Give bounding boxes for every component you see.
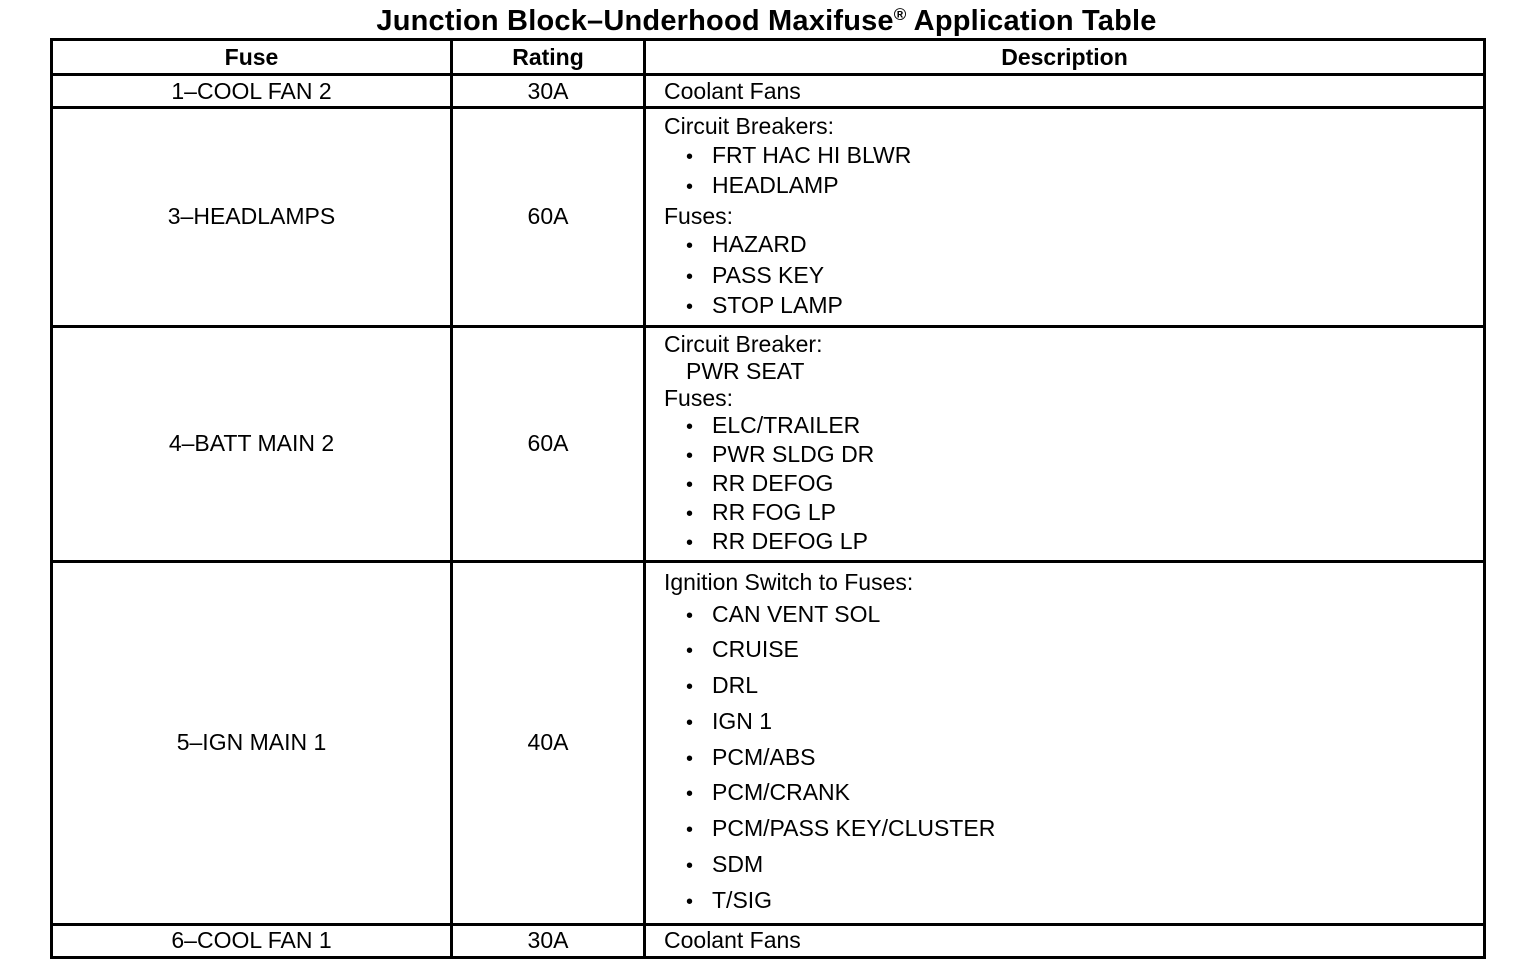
- group-label: Fuses:: [664, 384, 734, 411]
- header-description: Description: [643, 38, 1486, 76]
- fuse-cell: 3–HEADLAMPS: [50, 106, 453, 328]
- list-item: • PWR SLDG DR: [664, 441, 1483, 470]
- list-item-label: HAZARD: [712, 231, 807, 257]
- list-item-label: ELC/TRAILER: [712, 411, 861, 438]
- header-row: Fuse Rating Description: [50, 38, 1486, 76]
- list-item: • RR DEFOG: [664, 470, 1483, 499]
- list-item: • CAN VENT SOL: [664, 598, 1483, 634]
- group-label: Ignition Switch to Fuses:: [664, 568, 914, 595]
- list-item-label: HEADLAMP: [712, 172, 839, 198]
- list-item-label: DRL: [712, 672, 759, 699]
- list-item: • PCM/ABS: [664, 741, 1483, 777]
- list-item: • PCM/PASS KEY/CLUSTER: [664, 812, 1483, 848]
- list-item: • FRT HAC HI BLWR: [664, 141, 1483, 172]
- list-item-label: PCM/CRANK: [712, 779, 851, 806]
- bullet-icon: •: [686, 176, 694, 198]
- table-title: Junction Block–Underhood Maxifuse® Appli…: [50, 2, 1483, 40]
- bullet-icon: •: [686, 296, 694, 318]
- rating-cell: 40A: [450, 559, 646, 926]
- description-cell: Coolant Fans: [643, 73, 1486, 109]
- bullet-icon: •: [686, 531, 694, 554]
- table-row: 6–COOL FAN 1 30A Coolant Fans: [50, 922, 1486, 959]
- fuse-cell: 4–BATT MAIN 2: [50, 324, 453, 563]
- description-cell: Circuit Breaker: PWR SEAT Fuses: • ELC/TR…: [643, 324, 1486, 563]
- registered-trademark-mark: ®: [893, 5, 907, 24]
- list-item: • PASS KEY: [664, 261, 1483, 292]
- group-label: Fuses:: [664, 202, 734, 229]
- table-title-suffix: Application Table: [906, 5, 1157, 37]
- fuse-cell: 5–IGN MAIN 1: [50, 559, 453, 926]
- bullet-icon: •: [686, 604, 694, 627]
- list-item-label: RR FOG LP: [712, 498, 836, 525]
- list-item: • STOP LAMP: [664, 291, 1483, 322]
- list-item: • ELC/TRAILER: [664, 412, 1483, 441]
- list-item-label: CRUISE: [712, 636, 799, 663]
- list-item-label: STOP LAMP: [712, 292, 843, 318]
- bullet-icon: •: [686, 711, 694, 734]
- list-item: • RR DEFOG LP: [664, 528, 1483, 557]
- list-item-label: PWR SEAT: [686, 357, 805, 384]
- bullet-icon: •: [686, 855, 694, 878]
- list-item-label: PCM/PASS KEY/CLUSTER: [712, 815, 996, 842]
- list-item-label: PCM/ABS: [712, 743, 816, 770]
- bullet-icon: •: [686, 265, 694, 288]
- bullet-icon: •: [686, 415, 694, 438]
- bullet-icon: •: [686, 502, 694, 525]
- list-item-label: PWR SLDG DR: [712, 440, 875, 467]
- description-text: Coolant Fans: [664, 77, 801, 104]
- list-item: • DRL: [664, 669, 1483, 705]
- header-rating: Rating: [450, 38, 646, 76]
- bullet-icon: •: [686, 890, 694, 913]
- list-item: • SDM: [664, 848, 1483, 884]
- bullet-icon: •: [686, 783, 694, 806]
- fuse-cell: 6–COOL FAN 1: [50, 922, 453, 959]
- list-item: • HEADLAMP: [664, 171, 1483, 202]
- rating-cell: 30A: [450, 922, 646, 959]
- list-item-label: T/SIG: [712, 886, 773, 913]
- list-item: • PCM/CRANK: [664, 776, 1483, 812]
- description-cell: Coolant Fans: [643, 922, 1486, 959]
- list-item-label: CAN VENT SOL: [712, 600, 881, 627]
- list-item-label: RR DEFOG LP: [712, 527, 868, 554]
- fuse-cell: 1–COOL FAN 2: [50, 73, 453, 109]
- header-fuse: Fuse: [50, 38, 453, 76]
- rating-cell: 30A: [450, 73, 646, 109]
- list-item: • CRUISE: [664, 633, 1483, 669]
- table-row: 3–HEADLAMPS 60A Circuit Breakers: • FRT H…: [50, 106, 1486, 328]
- table-row: 1–COOL FAN 2 30A Coolant Fans: [50, 73, 1486, 109]
- bullet-icon: •: [686, 640, 694, 663]
- table-row: 4–BATT MAIN 2 60A Circuit Breaker: PWR S…: [50, 324, 1486, 563]
- bullet-icon: •: [686, 444, 694, 467]
- bullet-icon: •: [686, 747, 694, 770]
- list-item: • IGN 1: [664, 705, 1483, 741]
- description-cell: Ignition Switch to Fuses: •CAN VENT SOL …: [643, 559, 1486, 926]
- group-label: Circuit Breakers:: [664, 113, 834, 139]
- list-item-label: SDM: [712, 851, 764, 878]
- bullet-icon: •: [686, 819, 694, 842]
- bullet-icon: •: [686, 473, 694, 496]
- bullet-icon: •: [686, 676, 694, 699]
- table-title-text: Junction Block–Underhood Maxifuse: [376, 5, 894, 37]
- bullet-icon: •: [686, 235, 694, 257]
- rating-cell: 60A: [450, 324, 646, 563]
- bullet-icon: •: [686, 145, 694, 168]
- rating-cell: 60A: [450, 106, 646, 328]
- maxifuse-application-table: Fuse Rating Description 1–COOL FAN 2 30A…: [50, 38, 1486, 959]
- list-item: • RR FOG LP: [664, 499, 1483, 528]
- list-item: • T/SIG: [664, 884, 1483, 920]
- list-item: • HAZARD: [664, 230, 1483, 261]
- list-item-label: PASS KEY: [712, 261, 825, 288]
- list-item-label: IGN 1: [712, 707, 773, 734]
- table-row: 5–IGN MAIN 1 40A Ignition Switch to Fuse…: [50, 559, 1486, 926]
- list-item-label: RR DEFOG: [712, 469, 834, 496]
- list-item-label: FRT HAC HI BLWR: [712, 141, 912, 168]
- description-cell: Circuit Breakers: • FRT HAC HI BLWR • HEAD…: [643, 106, 1486, 328]
- group-label: Circuit Breaker:: [664, 330, 823, 357]
- description-text: Coolant Fans: [664, 927, 801, 954]
